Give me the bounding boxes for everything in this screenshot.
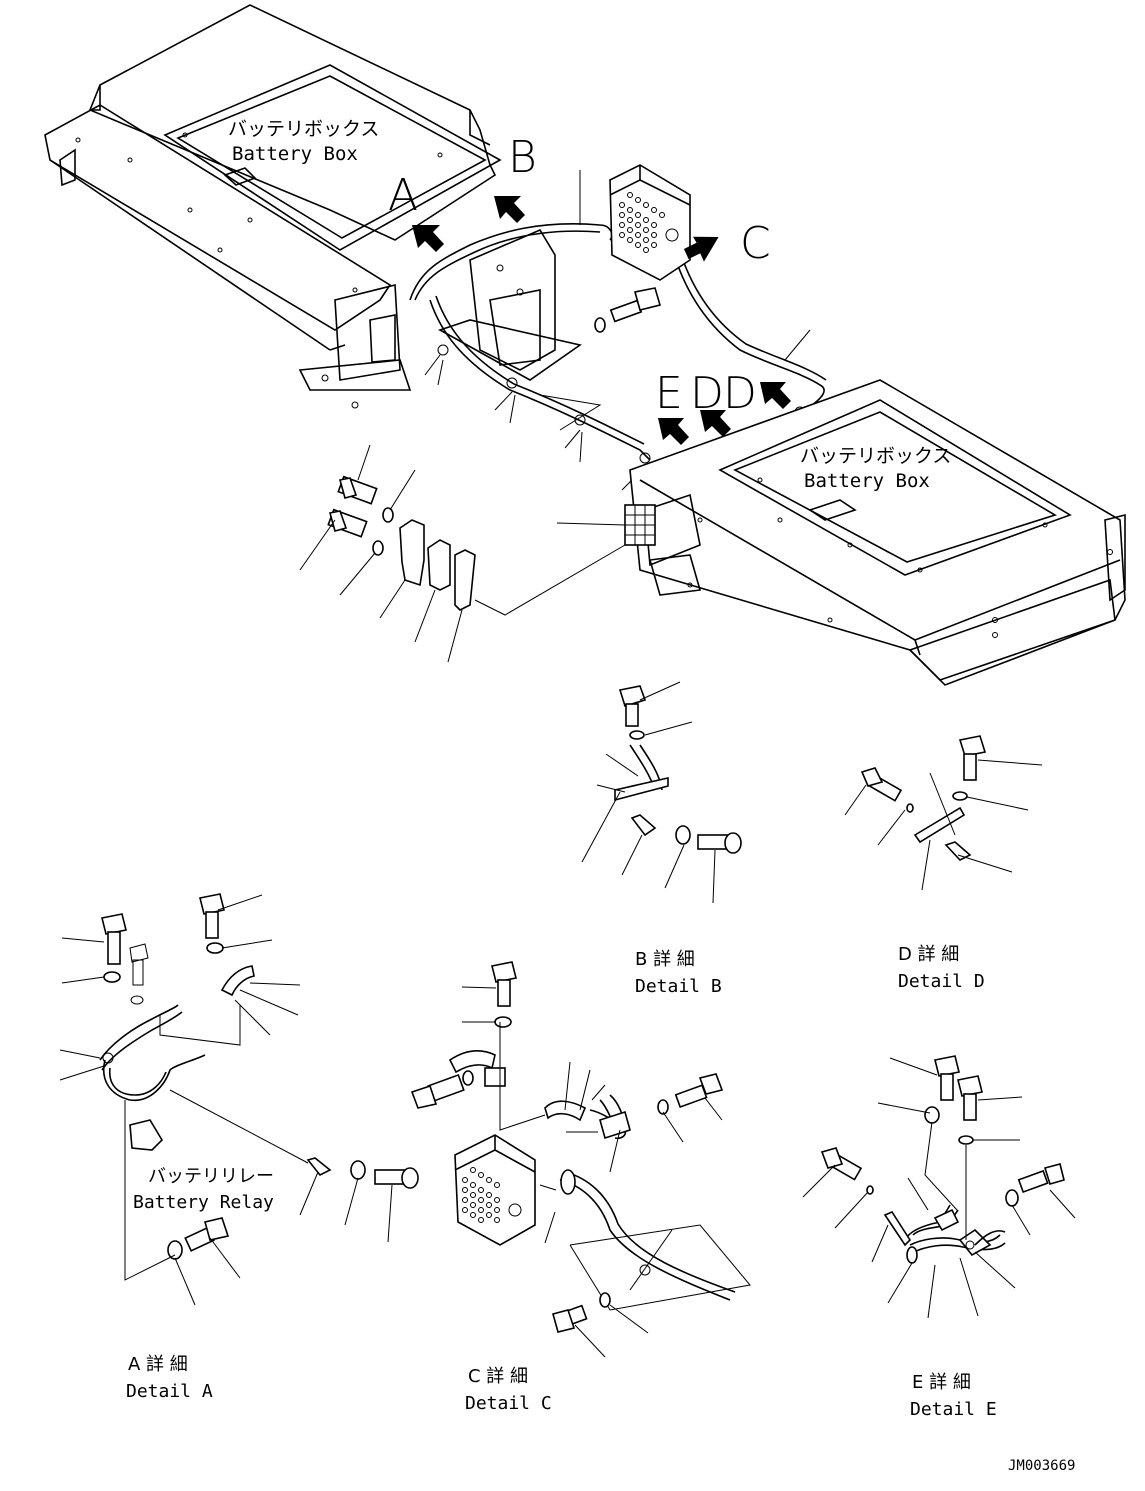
arrow-d2-icon bbox=[760, 382, 791, 409]
junction-box-c bbox=[609, 164, 691, 281]
view-letter-e: E bbox=[655, 368, 683, 419]
battery-box-left-en: Battery Box bbox=[232, 143, 358, 165]
view-letter-b: B bbox=[508, 132, 537, 183]
detail-a-jp: A 詳 細 bbox=[128, 1354, 188, 1375]
view-letter-d2: D bbox=[723, 368, 757, 419]
arrow-c-icon bbox=[683, 236, 719, 262]
arrow-d1-icon bbox=[700, 410, 731, 437]
detail-e-parts bbox=[802, 1055, 1076, 1319]
detail-c-en: Detail C bbox=[465, 1393, 552, 1414]
detail-b-en: Detail B bbox=[635, 976, 722, 997]
bolt-washer-top bbox=[594, 287, 662, 333]
detail-c-jp: C 詳 細 bbox=[468, 1366, 528, 1387]
battery-box-right-jp: バッテリボックス bbox=[800, 445, 951, 467]
detail-a-parts bbox=[59, 893, 419, 1306]
battery-box-right bbox=[629, 379, 1126, 686]
battery-relay-en: Battery Relay bbox=[133, 1192, 274, 1213]
arrow-b-icon bbox=[494, 196, 525, 223]
detail-e-en: Detail E bbox=[910, 1399, 997, 1420]
view-letter-a: A bbox=[388, 170, 418, 221]
battery-box-left-jp: バッテリボックス bbox=[228, 118, 379, 140]
detail-b-parts bbox=[581, 681, 742, 904]
arrow-a-icon bbox=[412, 225, 444, 252]
drawing-code: JM003669 bbox=[1008, 1458, 1075, 1474]
detail-a-en: Detail A bbox=[126, 1381, 213, 1402]
view-letter-d1: D bbox=[690, 368, 724, 419]
view-letter-c: C bbox=[740, 218, 771, 269]
battery-box-right-en: Battery Box bbox=[804, 470, 930, 492]
bracket-exploded bbox=[299, 444, 626, 663]
detail-c-parts bbox=[410, 961, 751, 1358]
detail-e-jp: E 詳 細 bbox=[912, 1372, 971, 1393]
detail-d-jp: D 詳 細 bbox=[898, 944, 959, 965]
detail-b-jp: B 詳 細 bbox=[635, 949, 695, 970]
battery-box-left bbox=[44, 4, 502, 409]
detail-d-en: Detail D bbox=[898, 971, 985, 992]
battery-relay-jp: バッテリリレー bbox=[148, 1166, 274, 1187]
center-bracket bbox=[438, 228, 582, 381]
connector-block bbox=[556, 504, 656, 546]
detail-d-parts bbox=[844, 735, 1043, 891]
arrow-e-icon bbox=[658, 418, 689, 445]
view-arrows bbox=[412, 196, 791, 445]
